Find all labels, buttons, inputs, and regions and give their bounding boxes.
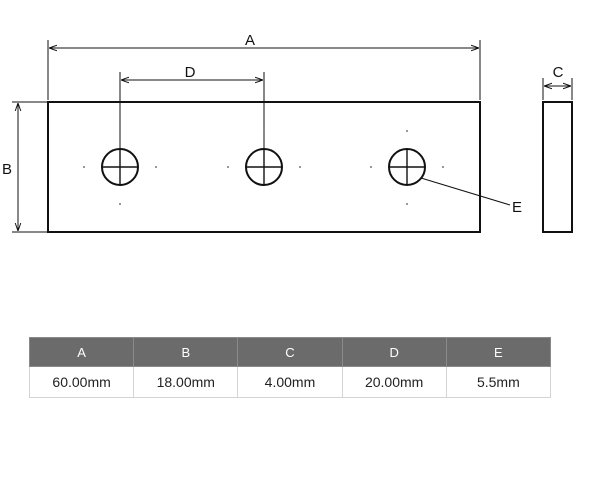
dimension-c: C [542,64,573,100]
dimension-d-label: D [185,64,196,81]
dimension-a: A [47,32,481,100]
dimension-table: A B C D E 60.00mm 18.00mm 4.00mm 20.00mm… [28,337,552,398]
table-cell-e: 5.5mm [445,366,552,398]
table-header-b: B [133,337,239,367]
dimension-d: D [119,64,265,160]
dimension-c-label: C [553,64,564,81]
table-row: 60.00mm 18.00mm 4.00mm 20.00mm 5.5mm [28,366,552,398]
table-header-e: E [445,337,552,367]
table-header-a: A [28,337,135,367]
hole-1 [83,148,157,205]
plate-side-view [542,101,573,233]
table-header-d: D [341,337,447,367]
table-header-row: A B C D E [28,337,552,367]
dimension-a-label: A [245,32,255,49]
hole-3 [370,130,444,205]
table-cell-c: 4.00mm [237,366,343,398]
table-cell-b: 18.00mm [133,366,239,398]
leader-e: E [420,177,522,216]
hole-2 [227,129,301,186]
dimension-e-label: E [512,199,522,216]
table-header-c: C [237,337,343,367]
table-cell-a: 60.00mm [28,366,135,398]
dimension-b: B [2,101,48,233]
table-cell-d: 20.00mm [341,366,447,398]
technical-drawing: A D B C [2,32,573,233]
dimension-b-label: B [2,161,12,178]
